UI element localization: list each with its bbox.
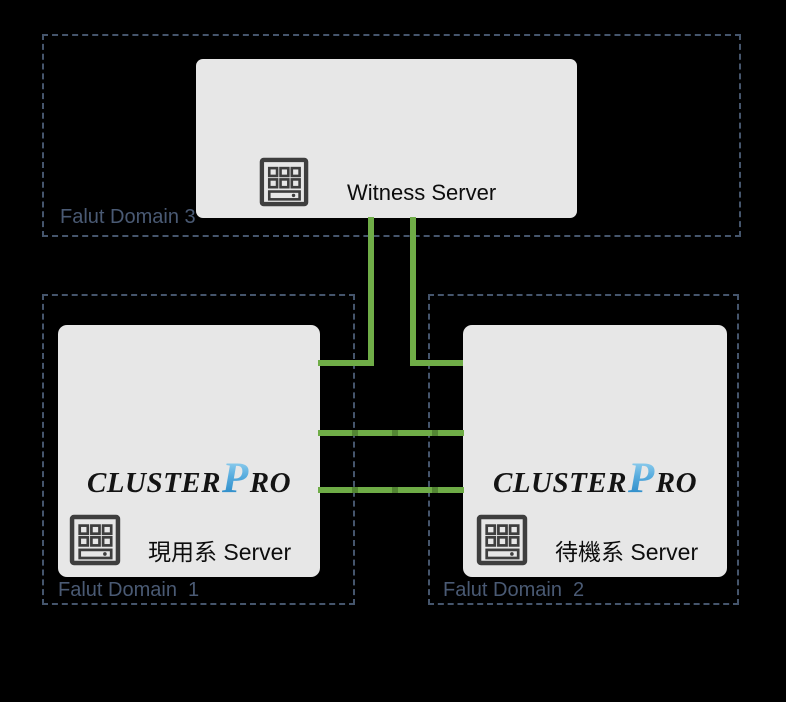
logo-text-pre: CLUSTER [86, 467, 221, 499]
logo-letter-p: P [627, 455, 655, 502]
witness-active-link-vertical [368, 217, 374, 366]
standby-server-label: 待機系 Server [555, 539, 699, 565]
fault-domain-2-boundary [428, 294, 739, 605]
witness-standby-link-vertical [410, 217, 416, 366]
clusterpro-logo: CLUSTERPRO [463, 455, 727, 505]
server-interconnect-link-2 [318, 487, 464, 493]
server-interconnect-link-1 [318, 430, 464, 436]
witness-server-label: Witness Server [347, 180, 497, 205]
logo-text-post: RO [249, 467, 292, 499]
server-icon [68, 513, 122, 567]
active-server-label: 現用系 Server [148, 539, 292, 565]
fault-domain-2-label: Falut Domain 2 [443, 579, 585, 601]
active-server-box [58, 325, 320, 577]
fault-domain-1-boundary [42, 294, 355, 605]
logo-text-pre: CLUSTER [492, 467, 627, 499]
fault-domain-3-label: Falut Domain 3 [60, 206, 196, 228]
server-icon [475, 513, 529, 567]
server-icon [258, 156, 310, 208]
logo-text-post: RO [655, 467, 698, 499]
witness-active-link-horizontal [318, 360, 374, 366]
logo-letter-p: P [221, 455, 249, 502]
fault-domain-3-boundary [42, 34, 741, 237]
witness-standby-link-horizontal [410, 360, 463, 366]
clusterpro-logo: CLUSTERPRO [58, 455, 320, 505]
fault-domain-1-label: Falut Domain 1 [58, 579, 200, 601]
witness-server-box [196, 59, 577, 218]
